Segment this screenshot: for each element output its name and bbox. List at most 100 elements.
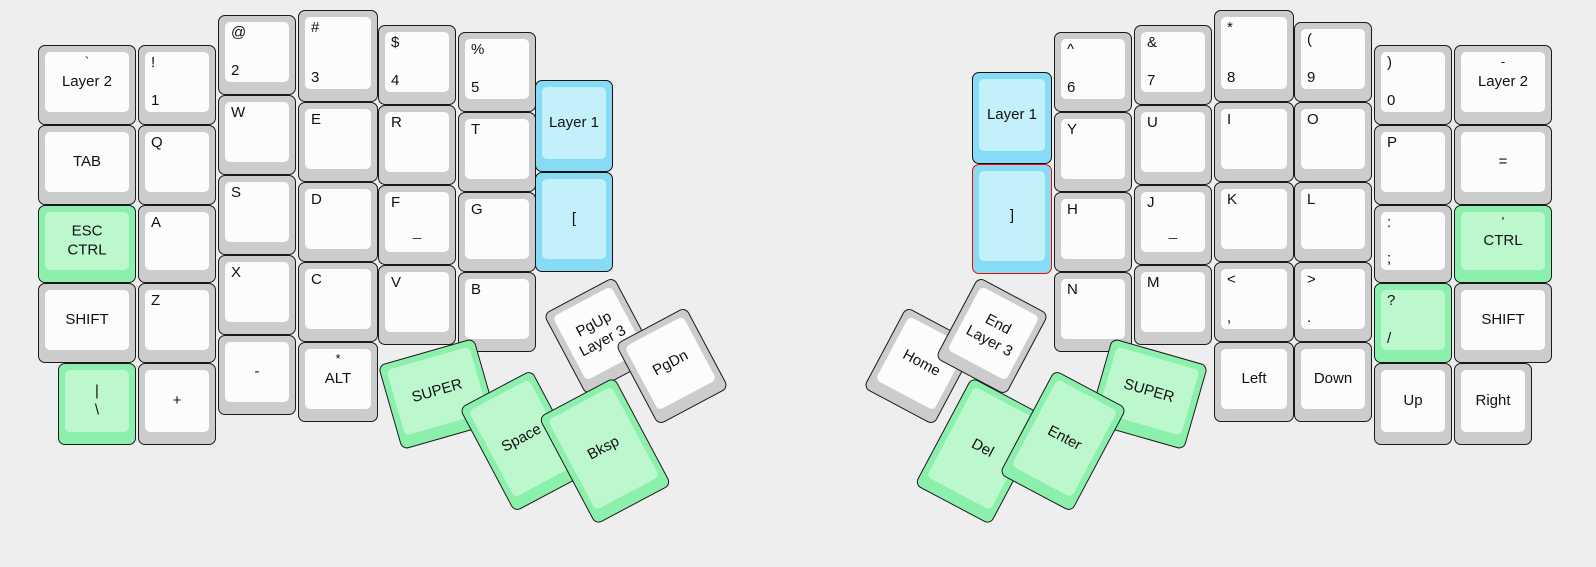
key-shift-left[interactable]: SHIFT: [38, 283, 136, 363]
keycap: T: [465, 119, 529, 179]
legend-center: Layer 2: [61, 73, 113, 91]
key-t[interactable]: T: [458, 112, 536, 192]
key-7[interactable]: &7: [1134, 25, 1212, 105]
key-semicolon[interactable]: :;: [1374, 205, 1452, 283]
legend-top-left: #: [311, 19, 320, 36]
legend-bottom-left: 0: [1387, 92, 1396, 110]
key-s[interactable]: S: [218, 175, 296, 255]
legend-bottom-left: ,: [1227, 309, 1232, 327]
legend-bottom-left: 2: [231, 62, 240, 80]
key-j[interactable]: J_: [1134, 185, 1212, 265]
keycap: $4: [385, 32, 449, 92]
key-b[interactable]: B: [458, 272, 536, 352]
keycap: Y: [1061, 119, 1125, 179]
key-x[interactable]: X: [218, 255, 296, 335]
key-left[interactable]: Left: [1214, 342, 1294, 422]
key-8[interactable]: *8: [1214, 10, 1294, 102]
key-n[interactable]: N: [1054, 272, 1132, 352]
keycap: E: [305, 109, 371, 169]
key-period[interactable]: >.: [1294, 262, 1372, 342]
keycap: Layer 1: [979, 79, 1045, 151]
keycap: %5: [465, 39, 529, 99]
key-0[interactable]: )0: [1374, 45, 1452, 125]
key-w[interactable]: W: [218, 95, 296, 175]
legend-bottom-left: .: [1307, 309, 1312, 327]
keycap: SHIFT: [1461, 290, 1545, 350]
key-shift-right[interactable]: SHIFT: [1454, 283, 1552, 363]
key-esc-ctrl[interactable]: ESC CTRL: [38, 205, 136, 283]
key-minus-layer2[interactable]: -Layer 2: [1454, 45, 1552, 125]
key-q[interactable]: Q: [138, 125, 216, 205]
key-9[interactable]: (9: [1294, 22, 1372, 102]
key-plus[interactable]: +: [138, 363, 216, 445]
legend-top-left: V: [391, 274, 402, 291]
keycap: SHIFT: [45, 290, 129, 350]
keycap: I: [1221, 109, 1287, 169]
keycap: R: [385, 112, 449, 172]
keycap: G: [465, 199, 529, 259]
key-3[interactable]: #3: [298, 10, 378, 102]
keycap: X: [225, 262, 289, 322]
key-h[interactable]: H: [1054, 192, 1132, 272]
legend-top-left: N: [1067, 281, 1078, 298]
keycap: D: [305, 189, 371, 249]
legend-top-left: :: [1387, 214, 1392, 231]
key-d[interactable]: D: [298, 182, 378, 262]
key-p[interactable]: P: [1374, 125, 1452, 205]
key-4[interactable]: $4: [378, 25, 456, 105]
legend-top-left: W: [231, 104, 246, 121]
key-bracket-right[interactable]: ]: [972, 164, 1052, 274]
key-6[interactable]: ^6: [1054, 32, 1132, 112]
key-i[interactable]: I: [1214, 102, 1294, 182]
legend-center: TAB: [72, 153, 102, 171]
key-bracket-left[interactable]: [: [535, 172, 613, 272]
key-minus-left[interactable]: -: [218, 335, 296, 415]
key-1[interactable]: !1: [138, 45, 216, 125]
keycap: K: [1221, 189, 1287, 249]
legend-bottom-left: 7: [1147, 72, 1156, 90]
key-r[interactable]: R: [378, 105, 456, 185]
key-up[interactable]: Up: [1374, 363, 1452, 445]
key-u[interactable]: U: [1134, 105, 1212, 185]
key-down[interactable]: Down: [1294, 342, 1372, 422]
key-pipe-backslash[interactable]: | \: [58, 363, 136, 445]
keycap: ESC CTRL: [45, 212, 129, 270]
keycap: TAB: [45, 132, 129, 192]
key-star-alt[interactable]: *ALT: [298, 342, 378, 422]
keycap: S: [225, 182, 289, 242]
key-comma[interactable]: <,: [1214, 262, 1294, 342]
key-layer1-right[interactable]: Layer 1: [972, 72, 1052, 164]
key-a[interactable]: A: [138, 205, 216, 283]
keycap: Q: [145, 132, 209, 192]
key-equal[interactable]: =: [1454, 125, 1552, 205]
key-slash[interactable]: ?/: [1374, 283, 1452, 363]
keycap: A: [145, 212, 209, 270]
key-c[interactable]: C: [298, 262, 378, 342]
keycap: *ALT: [305, 349, 371, 409]
key-k[interactable]: K: [1214, 182, 1294, 262]
key-z[interactable]: Z: [138, 283, 216, 363]
key-right[interactable]: Right: [1454, 363, 1532, 445]
legend-top-left: &: [1147, 34, 1158, 51]
key-y[interactable]: Y: [1054, 112, 1132, 192]
key-l[interactable]: L: [1294, 182, 1372, 262]
key-v[interactable]: V: [378, 265, 456, 345]
key-f[interactable]: F_: [378, 185, 456, 265]
legend-top-left: D: [311, 191, 322, 208]
key-2[interactable]: @2: [218, 15, 296, 95]
legend-top-left: G: [471, 201, 483, 218]
key-5[interactable]: %5: [458, 32, 536, 112]
key-m[interactable]: M: [1134, 265, 1212, 345]
key-o[interactable]: O: [1294, 102, 1372, 182]
legend-top-left: X: [231, 264, 242, 281]
legend-bottom-left: 5: [471, 79, 480, 97]
key-e[interactable]: E: [298, 102, 378, 182]
legend-center: SHIFT: [1481, 311, 1525, 329]
key-quote-ctrl[interactable]: 'CTRL: [1454, 205, 1552, 283]
legend-top-center: *: [335, 351, 341, 366]
key-tab[interactable]: TAB: [38, 125, 136, 205]
key-g[interactable]: G: [458, 192, 536, 272]
key-grave-layer2[interactable]: `Layer 2: [38, 45, 136, 125]
key-layer1-left[interactable]: Layer 1: [535, 80, 613, 172]
legend-center: Enter: [1044, 422, 1085, 454]
